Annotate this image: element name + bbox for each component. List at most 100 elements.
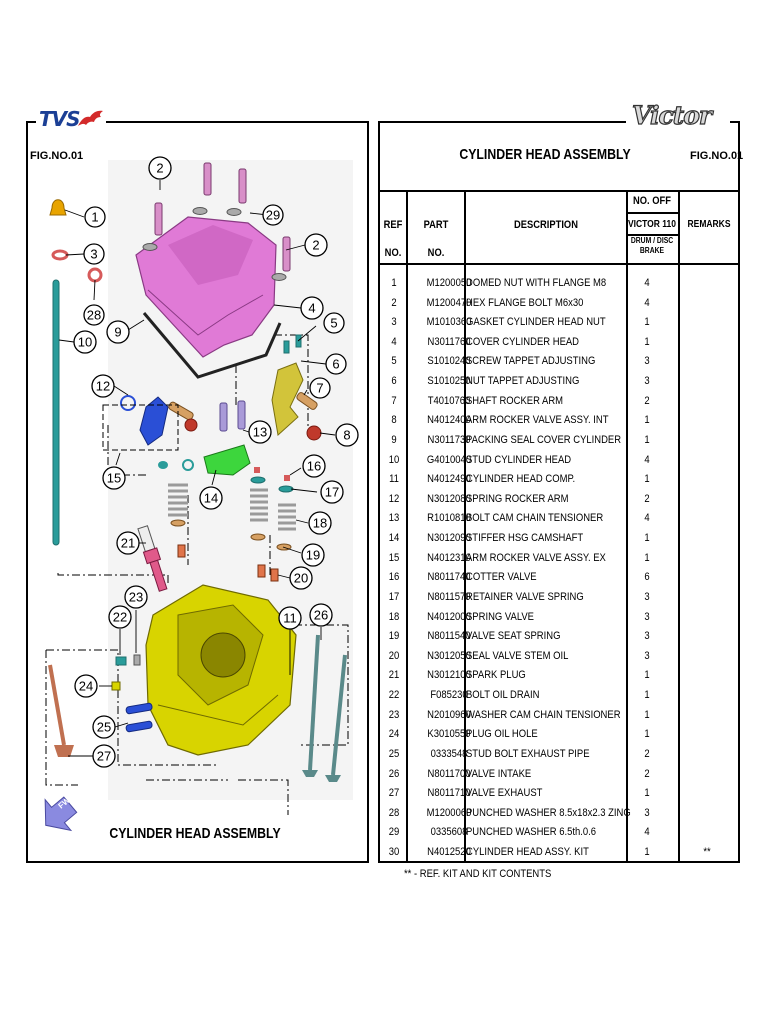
spark-plug-drawing	[137, 525, 168, 592]
ref-cell: 5	[391, 355, 397, 368]
description-cell: VALVE SEAT SPRING	[466, 630, 561, 643]
description-cell: STUD BOLT EXHAUST PIPE	[466, 747, 590, 760]
part-number-cell: N3012080	[427, 492, 471, 505]
diagram-panel	[26, 121, 369, 863]
ref-cell: 14	[388, 532, 400, 545]
col-rule-ref	[406, 190, 408, 863]
part-number-cell: N4012490	[427, 473, 471, 486]
ref-cell: 2	[391, 296, 397, 309]
quantity-cell: 4	[644, 826, 650, 839]
callout-10: 10	[73, 330, 97, 354]
quantity-cell: 1	[644, 551, 650, 564]
ref-cell: 23	[388, 708, 400, 721]
callout-21: 21	[116, 531, 140, 555]
ref-cell: 26	[388, 767, 400, 780]
svg-text:25: 25	[97, 720, 111, 735]
part-number-cell: N3012050	[427, 649, 471, 662]
part-number-cell: N4012400	[427, 414, 471, 427]
callout-28: 28	[83, 304, 105, 326]
quantity-cell: 4	[644, 296, 650, 309]
ref-cell: 19	[388, 630, 400, 643]
description-cell: BOLT OIL DRAIN	[466, 689, 540, 702]
model-rule	[626, 234, 678, 236]
part-number-cell: N8011540	[427, 630, 471, 643]
svg-text:2: 2	[312, 238, 319, 253]
domed-nut	[49, 199, 67, 216]
ref-cell: 9	[391, 433, 397, 446]
part-number-cell: 0335608	[430, 826, 468, 839]
part-number-cell: G4010040	[426, 453, 472, 466]
footnote: ** - REF. KIT AND KIT CONTENTS	[404, 868, 552, 880]
quantity-cell: 6	[644, 571, 650, 584]
exhaust-valve	[48, 664, 74, 757]
svg-text:15: 15	[107, 471, 121, 486]
callout-9: 9	[106, 320, 130, 344]
header-variant: DRUM / DISC BRAKE	[630, 236, 674, 255]
ref-cell: 27	[388, 787, 400, 800]
callout-27: 27	[92, 744, 116, 768]
description-cell: PUNCHED WASHER 6.5th.0.6	[466, 826, 597, 839]
description-cell: GASKET CYLINDER HEAD NUT	[466, 316, 606, 329]
part-number-cell: S1010240	[427, 355, 471, 368]
ref-cell: 15	[388, 551, 400, 564]
exhaust-studs	[125, 702, 153, 733]
svg-text:28: 28	[87, 308, 101, 323]
svg-text:29: 29	[266, 208, 280, 223]
header-model: VICTOR 110	[627, 219, 677, 230]
forward-arrow-icon	[44, 796, 78, 832]
callout-26: 26	[309, 603, 333, 627]
tvs-logo-text: TVS	[39, 107, 81, 131]
header-ref: REF	[383, 219, 403, 231]
description-cell: WASHER CAM CHAIN TENSIONER	[466, 708, 621, 721]
callout-4: 4	[300, 296, 324, 320]
quantity-cell: 2	[644, 767, 650, 780]
ref-cell: 8	[391, 414, 397, 427]
cotter-valves	[254, 467, 290, 481]
header-ref-no: NO.	[384, 247, 402, 259]
quantity-cell: 1	[644, 414, 650, 427]
description-cell: CYLINDER HEAD ASSY. KIT	[466, 845, 589, 858]
part-number-cell: N3011730	[427, 433, 471, 446]
description-cell: ARM ROCKER VALVE ASSY. EX	[466, 551, 606, 564]
svg-text:13: 13	[253, 425, 267, 440]
svg-text:8: 8	[343, 428, 350, 443]
bolt-washers	[142, 207, 287, 281]
svg-text:4: 4	[308, 301, 315, 316]
part-number-cell: N8011700	[427, 767, 471, 780]
packing-seal-cover	[142, 312, 282, 379]
callout-8: 8	[335, 423, 359, 447]
quantity-cell: 1	[644, 845, 650, 858]
svg-text:2: 2	[156, 161, 163, 176]
callout-11: 11	[278, 606, 302, 630]
svg-text:16: 16	[307, 459, 321, 474]
quantity-cell: 3	[644, 806, 650, 819]
svg-text:19: 19	[306, 548, 320, 563]
quantity-cell: 1	[644, 473, 650, 486]
quantity-cell: 1	[644, 335, 650, 348]
ref-cell: 17	[388, 590, 400, 603]
svg-text:22: 22	[113, 610, 127, 625]
exploded-parts-diagram: 1 2 2 3 4 5 6 7 8 9 10 11 12 13 14 15 16…	[44, 156, 359, 832]
valve-springs	[168, 483, 296, 531]
ref-cell: 30	[388, 845, 400, 858]
callout-17: 17	[320, 480, 344, 504]
description-cell: CYLINDER HEAD COMP.	[466, 473, 576, 486]
header-part: PART	[423, 219, 449, 231]
right-fig-number: FIG.NO.01	[690, 150, 744, 162]
description-cell: ARM ROCKER VALVE ASSY. INT	[466, 414, 609, 427]
ref-cell: 28	[388, 806, 400, 819]
quantity-cell: 1	[644, 708, 650, 721]
